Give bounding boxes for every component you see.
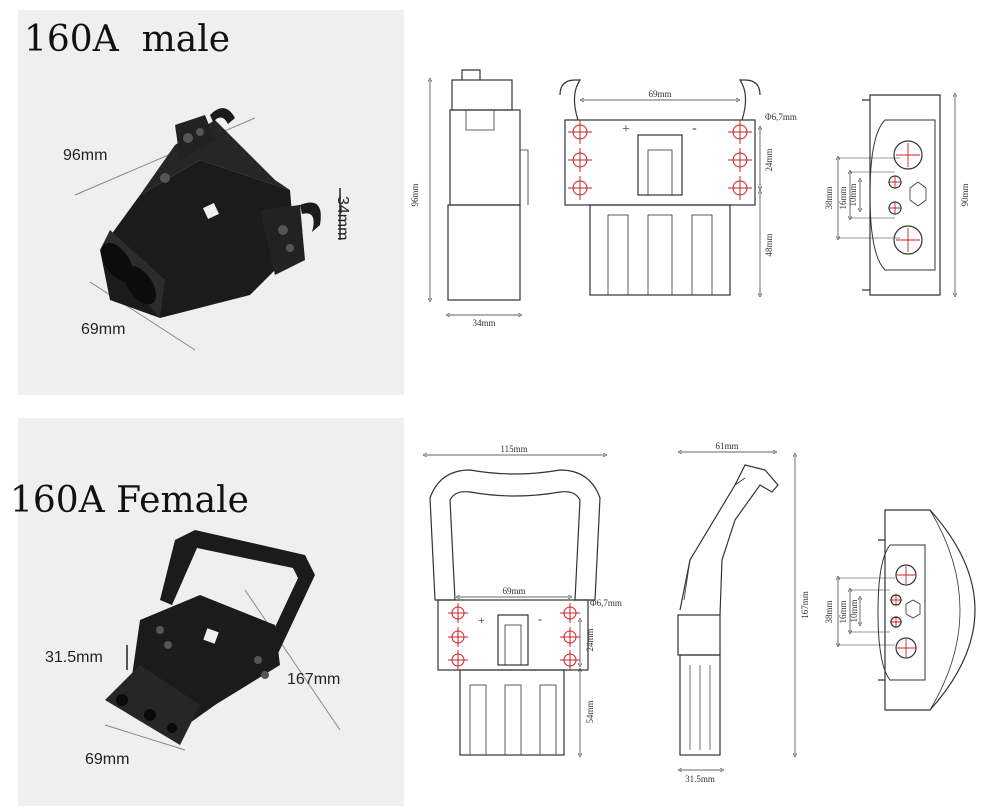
female-width-line (104, 724, 186, 751)
male-front-view (559, 79, 760, 295)
male-front-holes (568, 120, 752, 200)
male-label-square (203, 203, 219, 219)
male-end-mid-text: 16mm (838, 186, 848, 209)
male-front-lower-text: 48mm (764, 233, 774, 256)
female-end-mid-text: 16mm (838, 600, 848, 623)
male-hook (300, 202, 321, 232)
male-top-housing (140, 120, 290, 195)
male-side-height-text: 96mm (410, 183, 420, 206)
male-end-outer-text: 38mm (824, 186, 834, 209)
female-front-lower-text: 54mm (585, 700, 595, 723)
female-plus-text: + (478, 613, 485, 627)
male-side-width-text: 34mm (472, 318, 495, 328)
male-flange-right (260, 205, 305, 275)
female-connector-photo (104, 530, 341, 751)
female-side-view (677, 452, 795, 770)
male-flange-left (175, 115, 215, 160)
female-length-line (244, 589, 341, 731)
male-front-spacing-text: 69mm (648, 89, 671, 99)
male-title: 160A male (24, 19, 231, 60)
male-end-inner-text: 10mm (848, 183, 858, 206)
male-end-holes (889, 143, 920, 252)
female-label-square (203, 628, 219, 644)
female-handle-width-text: 115mm (500, 444, 527, 454)
male-connector-photo (74, 108, 341, 351)
female-width-label: 69mm (85, 751, 130, 768)
female-front-upper-text: 24mm (585, 628, 595, 651)
male-width-line (89, 281, 196, 351)
female-side-width-text: 31.5mm (685, 774, 715, 784)
male-end-view (838, 95, 955, 295)
female-end-view (838, 509, 976, 711)
female-hole-diameter-text: Φ6,7mm (590, 598, 622, 608)
female-side-height-text: 167mm (800, 591, 810, 619)
female-front-view (425, 455, 605, 755)
female-front-face (105, 665, 200, 745)
male-width-label: 69mm (81, 321, 126, 338)
female-handle (160, 530, 315, 660)
female-thickness-label: 31.5mm (45, 649, 103, 666)
female-title: 160A Female (10, 480, 249, 521)
female-end-holes (890, 566, 915, 657)
male-end-height-text: 90mm (960, 183, 970, 206)
female-end-inner-text: 10mm (849, 599, 859, 622)
female-minus-text: - (538, 612, 542, 626)
female-front-holes (448, 603, 580, 670)
female-side-top-text: 61mm (715, 441, 738, 451)
male-length-label: 96mm (63, 147, 108, 164)
male-hole-diameter-text: Φ6,7mm (765, 112, 797, 122)
female-length-label: 167mm (287, 671, 341, 688)
female-front-spacing-text: 69mm (502, 586, 525, 596)
female-end-outer-text: 38mm (824, 600, 834, 623)
male-plus-text: + (622, 122, 630, 137)
male-side-view (430, 69, 529, 315)
male-minus-text: - (692, 121, 697, 136)
male-front-upper-text: 24mm (764, 148, 774, 171)
